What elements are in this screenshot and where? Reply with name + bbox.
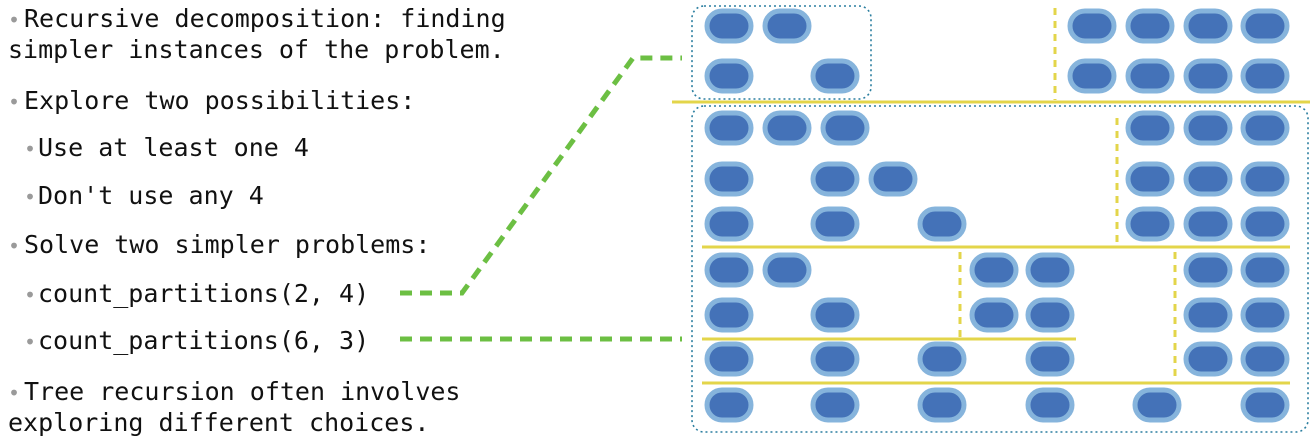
bullet-recursive-decomposition: •Recursive decomposition: finding simple… [8,4,506,64]
bullet-dot: • [8,234,21,258]
bullet-tree-recursion: •Tree recursion often involves exploring… [8,377,461,437]
connector-2-4 [400,55,682,296]
group-box-bottom [691,105,1309,433]
pill [1183,206,1233,242]
pills [704,8,1290,423]
pill [704,297,754,333]
pill [1240,110,1290,146]
pill [1240,252,1290,288]
pill [1183,341,1233,377]
pill [868,161,918,197]
pill [704,206,754,242]
pill [762,110,812,146]
pill [762,8,812,44]
pill [917,206,967,242]
pill [810,387,860,423]
bullet-explore-possibilities: •Explore two possibilities: [8,86,415,117]
bullet-text: Use at least one 4 [38,133,309,162]
pill [810,161,860,197]
pill [704,58,754,94]
divider-lines [672,8,1310,385]
pill [1183,8,1233,44]
bullet-dot: • [8,8,21,32]
pill [810,297,860,333]
bullet-dot: • [8,90,21,114]
bullet-dont-use-any: •Don't use any 4 [24,181,264,212]
pill [1067,58,1117,94]
bullet-text: Recursive decomposition: finding simpler… [8,4,506,64]
pill [810,206,860,242]
pill [704,387,754,423]
bullet-dot: • [24,185,37,209]
bullet-use-at-least-one: •Use at least one 4 [24,133,309,164]
pill [917,341,967,377]
pill [1125,206,1175,242]
pill [1025,387,1075,423]
bullet-text: Solve two simpler problems: [24,230,431,259]
pill [1067,8,1117,44]
pill [1125,58,1175,94]
pill [704,8,754,44]
pill [1183,252,1233,288]
pill [1132,387,1182,423]
bullet-dot: • [24,330,37,354]
pill [704,110,754,146]
pill [704,341,754,377]
pill [1183,297,1233,333]
pill [810,341,860,377]
bullet-text: count_partitions(6, 3) [38,326,370,355]
bullet-dot: • [24,137,37,161]
bullet-dot: • [8,381,21,405]
pill [1240,341,1290,377]
bullet-count-partitions-6-3: •count_partitions(6, 3) [24,326,369,357]
pill [1240,58,1290,94]
connectors [400,55,682,342]
pill [1240,8,1290,44]
pill [969,297,1019,333]
bullet-text: Explore two possibilities: [24,86,416,115]
pill [1183,161,1233,197]
pill [1025,297,1075,333]
pill [1240,297,1290,333]
bullet-list: •Recursive decomposition: finding simple… [0,0,620,437]
bullet-text: count_partitions(2, 4) [38,279,370,308]
pill [1125,110,1175,146]
pill [704,161,754,197]
pill [810,58,860,94]
pill [1240,206,1290,242]
pill [1183,58,1233,94]
pill [1125,8,1175,44]
pill [820,110,870,146]
bullet-dot: • [24,283,37,307]
bullet-solve-simpler: •Solve two simpler problems: [8,230,430,261]
pill [762,252,812,288]
pill [1025,252,1075,288]
pill [917,387,967,423]
bullet-text: Don't use any 4 [38,181,264,210]
pill [1183,110,1233,146]
bullet-text: Tree recursion often involves exploring … [8,377,461,437]
pill [1025,341,1075,377]
pill [704,252,754,288]
pill [969,252,1019,288]
pill [1125,161,1175,197]
bullet-count-partitions-2-4: •count_partitions(2, 4) [24,279,369,310]
pill [1240,161,1290,197]
group-boxes [691,5,1309,433]
pill [1240,387,1290,423]
